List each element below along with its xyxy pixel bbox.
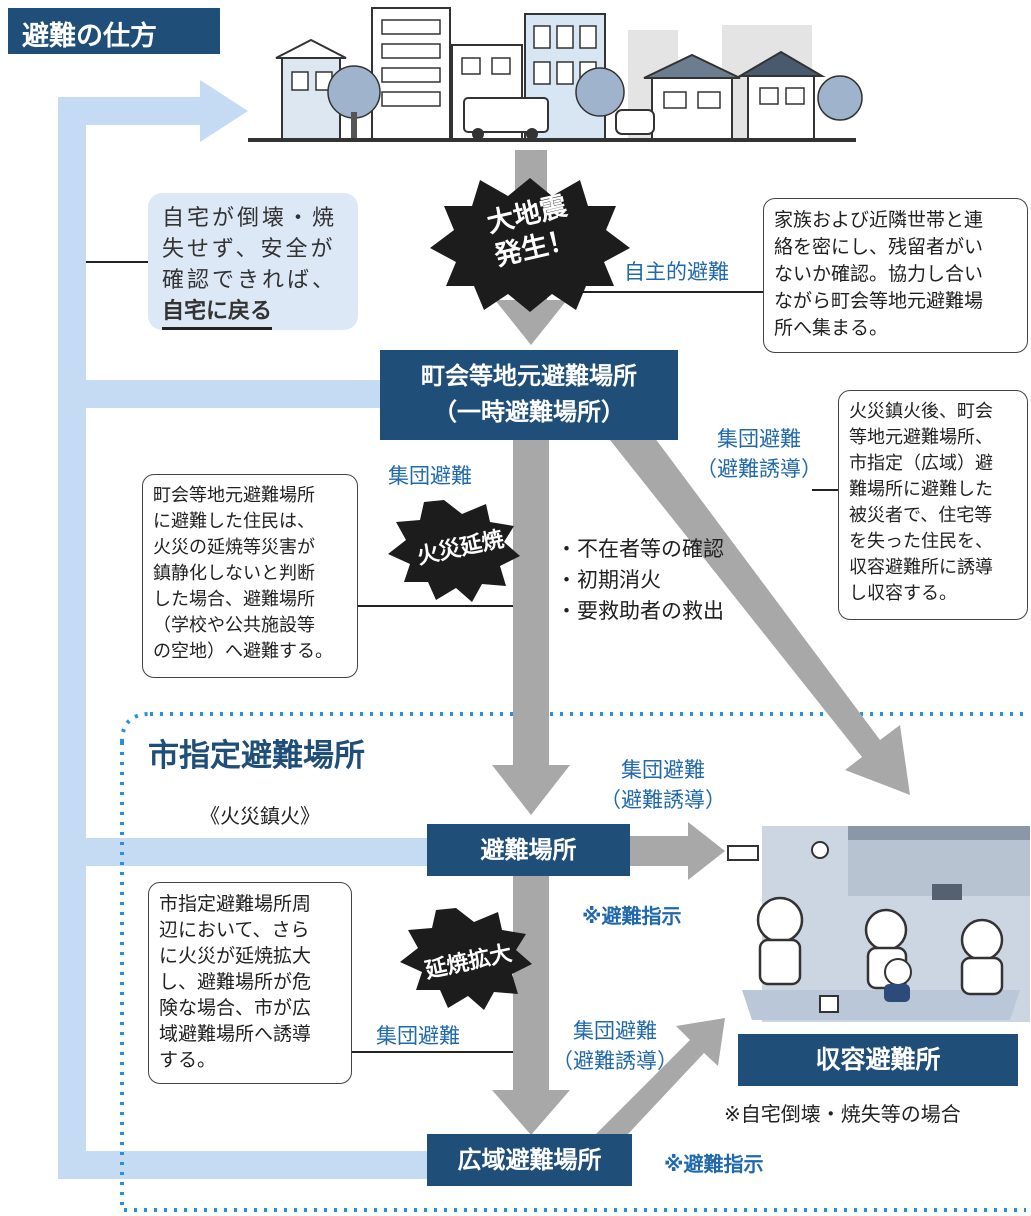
fire-expand-burst	[400, 908, 532, 1010]
shelter-note: ※自宅倒壊・焼失等の場合	[724, 1102, 961, 1126]
home-return-box: 自宅が倒壊・焼 失せず、安全が 確認できれば、 自宅に戻る	[148, 193, 358, 330]
city-note: 市指定避難場所周 辺において、さら に火災が延焼拡大 し、避難場所が危 険な場合…	[148, 882, 352, 1084]
flow-arrow-diagonal	[610, 418, 910, 795]
return-track-top	[58, 97, 218, 125]
evac-site: 避難場所	[427, 824, 630, 876]
voluntary-evac-note: 家族および近隣世帯と連 絡を密にし、残留者がい ないか確認。協力し合い ながら町…	[763, 198, 1028, 353]
group-evac-label-2: 集団避難	[376, 1024, 460, 1048]
group-evac-label-1: 集団避難	[388, 464, 472, 488]
group-evac-guided-label-2: 集団避難 （避難誘導）	[600, 758, 726, 812]
return-branch-local	[58, 380, 388, 408]
fire-spread-burst	[388, 500, 520, 602]
return-branch-wide	[58, 1151, 430, 1179]
evac-order-label-1: ※避難指示	[582, 904, 682, 928]
duties-list: ・不在者等の確認 ・初期消火 ・要救助者の救出	[556, 537, 724, 623]
city-sites-title: 市指定避難場所	[148, 738, 365, 774]
evac-order-label-2: ※避難指示	[664, 1152, 764, 1176]
shelter-illustration	[727, 826, 1030, 1022]
local-evac-site: 町会等地元避難場所 （一時避難場所）	[380, 350, 678, 440]
after-fire-note: 火災鎮火後、町会 等地元避難場所、 市指定（広域）避 難場所に避難した 被災者で…	[838, 390, 1028, 620]
flow-arrow-horizontal	[630, 836, 692, 866]
resident-note: 町会等地元避難場所 に避難した住民は、 火災の延焼等災害が 鎮静化しないと判断 …	[142, 474, 358, 678]
group-evac-guided-label-3: 集団避難 （避難誘導）	[552, 1019, 678, 1073]
flow-arrow-middle	[513, 440, 549, 770]
earthquake-burst	[430, 178, 630, 312]
shelter-site: 収容避難所	[738, 1034, 1018, 1086]
return-branch-evac	[58, 838, 430, 866]
group-evac-guided-label-1: 集団避難 （避難誘導）	[696, 427, 822, 481]
townscape-illustration	[248, 7, 863, 142]
return-track	[58, 97, 86, 1179]
wide-evac-site: 広域避難場所	[427, 1134, 632, 1186]
page-title: 避難の仕方	[8, 8, 220, 54]
city-frame	[120, 712, 1026, 1212]
fire-out-label: 《火災鎮火》	[200, 804, 320, 828]
voluntary-evac-label: 自主的避難	[624, 260, 729, 284]
home-return-emphasis: 自宅に戻る	[162, 296, 273, 330]
flow-arrow-lower	[513, 875, 549, 1093]
return-arrowhead	[200, 80, 248, 142]
flow-arrow-lower-diagonal	[580, 1018, 725, 1166]
